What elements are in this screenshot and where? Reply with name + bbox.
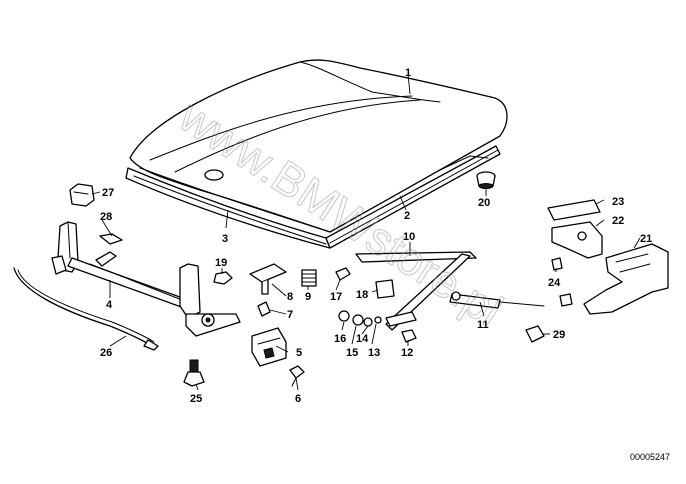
callout-27: 27 [102, 187, 114, 199]
callout-3: 3 [222, 233, 228, 245]
bolt-part-6 [289, 365, 305, 387]
bracket-part-8 [249, 263, 287, 295]
screw-part-7 [257, 301, 271, 317]
nut-part-19 [213, 271, 233, 285]
callout-23: 23 [612, 196, 624, 208]
callout-5: 5 [296, 347, 302, 359]
callout-15: 15 [346, 347, 358, 359]
callout-22: 22 [612, 215, 624, 227]
torsion-bar-part-4 [67, 251, 189, 309]
bolt-part-24 [551, 257, 563, 271]
callout-labels: 1 2 3 4 5 6 7 8 9 10 11 12 13 14 15 16 1… [100, 67, 652, 405]
reference-number: 00005247 [630, 452, 670, 462]
bushing-part-18 [375, 279, 395, 299]
clip-part-29 [525, 325, 545, 343]
hinge-part-22 [551, 221, 603, 259]
callout-6: 6 [295, 393, 301, 405]
callout-13: 13 [368, 347, 380, 359]
nut-part-25 [183, 359, 205, 387]
leader-lines [91, 73, 641, 391]
release-cable-part-26 [13, 267, 159, 351]
callout-25: 25 [190, 393, 202, 405]
buffer-part-9 [301, 269, 317, 287]
hood-seal [125, 145, 501, 249]
hood-panel [129, 59, 508, 233]
hinge-left-part-27 [69, 183, 95, 207]
callout-26: 26 [100, 347, 112, 359]
callout-24: 24 [548, 277, 561, 289]
clip-part-17 [335, 267, 351, 281]
callout-9: 9 [305, 291, 311, 303]
gas-spring-part-11 [449, 291, 545, 309]
bolt-part-28 [99, 233, 123, 245]
callout-16: 16 [334, 333, 346, 345]
callout-19: 19 [215, 257, 227, 269]
callout-11: 11 [477, 319, 489, 331]
callout-4: 4 [106, 299, 113, 311]
callout-20: 20 [478, 197, 490, 209]
callout-14: 14 [356, 333, 369, 345]
callout-8: 8 [287, 291, 293, 303]
callout-7: 7 [287, 309, 293, 321]
hood-support-rod-part-10 [355, 251, 477, 331]
rubber-buffer-part-20 [476, 171, 496, 189]
bolt-right [559, 293, 573, 307]
callout-12: 12 [401, 347, 413, 359]
callout-28: 28 [100, 211, 112, 223]
callout-1: 1 [405, 67, 411, 79]
callout-10: 10 [403, 231, 415, 243]
nut-part-12 [401, 329, 417, 343]
callout-2: 2 [404, 210, 410, 222]
callout-17: 17 [330, 291, 342, 303]
washers-parts-13-16 [338, 310, 382, 327]
support-bracket-right [179, 263, 241, 337]
callout-18: 18 [356, 289, 368, 301]
hood-lock-part-5 [251, 327, 287, 367]
callout-29: 29 [553, 329, 565, 341]
hinge-cover-part-23 [547, 199, 601, 221]
callout-21: 21 [640, 233, 652, 245]
hinge-arm-part-21 [583, 243, 669, 315]
